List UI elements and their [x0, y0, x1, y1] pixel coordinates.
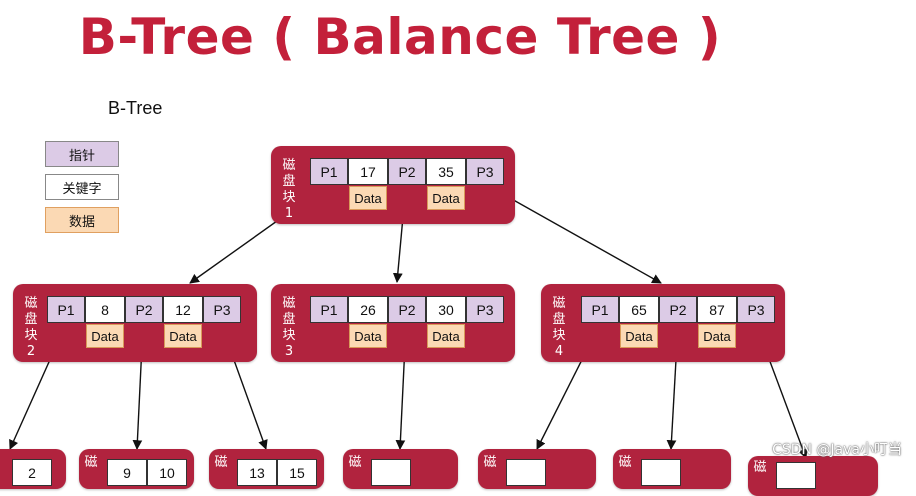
- pointer-p2: P2: [659, 296, 697, 323]
- leaf-block: 磁: [478, 449, 596, 489]
- leaf-block: 磁: [748, 456, 878, 496]
- key-cell: 87: [697, 296, 737, 323]
- pointer-p3: P3: [737, 296, 775, 323]
- pointer-p1: P1: [581, 296, 619, 323]
- block-label: 磁: [753, 460, 767, 475]
- leaf-block: 磁: [613, 449, 731, 489]
- leaf-block: 磁: [343, 449, 458, 489]
- key-cell: 17: [348, 158, 388, 185]
- key-cell: 10: [147, 459, 187, 486]
- key-cell: 65: [619, 296, 659, 323]
- pointer-p2: P2: [125, 296, 163, 323]
- watermark: CSDN @Java小叮当: [772, 442, 902, 458]
- key-cell: 26: [348, 296, 388, 323]
- legend-data: 数据: [45, 207, 119, 233]
- data-cell: Data: [349, 186, 387, 210]
- key-cell: [776, 462, 816, 489]
- page-title: B-Tree ( Balance Tree ): [78, 8, 722, 66]
- pointer-p1: P1: [310, 158, 348, 185]
- pointer-p3: P3: [466, 296, 504, 323]
- data-cell: Data: [349, 324, 387, 348]
- block-label: 磁: [84, 455, 98, 470]
- tree-edges: [9, 183, 808, 459]
- key-cell: 2: [12, 459, 52, 486]
- pointer-p3: P3: [203, 296, 241, 323]
- pointer-p3: P3: [466, 158, 504, 185]
- block-label: 磁: [483, 455, 497, 470]
- block-label: 磁: [214, 455, 228, 470]
- data-cell: Data: [164, 324, 202, 348]
- key-cell: [506, 459, 546, 486]
- block-label: 磁: [618, 455, 632, 470]
- data-cell: Data: [427, 324, 465, 348]
- legend-pointer: 指针: [45, 141, 119, 167]
- data-cell: Data: [427, 186, 465, 210]
- leaf-block: 2: [0, 449, 66, 489]
- pointer-p2: P2: [388, 296, 426, 323]
- data-cell: Data: [86, 324, 124, 348]
- pointer-p1: P1: [310, 296, 348, 323]
- key-cell: 15: [277, 459, 317, 486]
- key-cell: [371, 459, 411, 486]
- legend-key: 关键字: [45, 174, 119, 200]
- key-cell: 9: [107, 459, 147, 486]
- key-cell: 30: [426, 296, 466, 323]
- key-cell: 8: [85, 296, 125, 323]
- diagram-subtitle: B-Tree: [108, 98, 163, 118]
- leaf-block: 磁 9 10: [79, 449, 194, 489]
- block-label: 磁: [348, 455, 362, 470]
- leaf-block: 磁 13 15: [209, 449, 324, 489]
- key-cell: 35: [426, 158, 466, 185]
- pointer-p2: P2: [388, 158, 426, 185]
- key-cell: 12: [163, 296, 203, 323]
- pointer-p1: P1: [47, 296, 85, 323]
- key-cell: [641, 459, 681, 486]
- data-cell: Data: [698, 324, 736, 348]
- key-cell: 13: [237, 459, 277, 486]
- data-cell: Data: [620, 324, 658, 348]
